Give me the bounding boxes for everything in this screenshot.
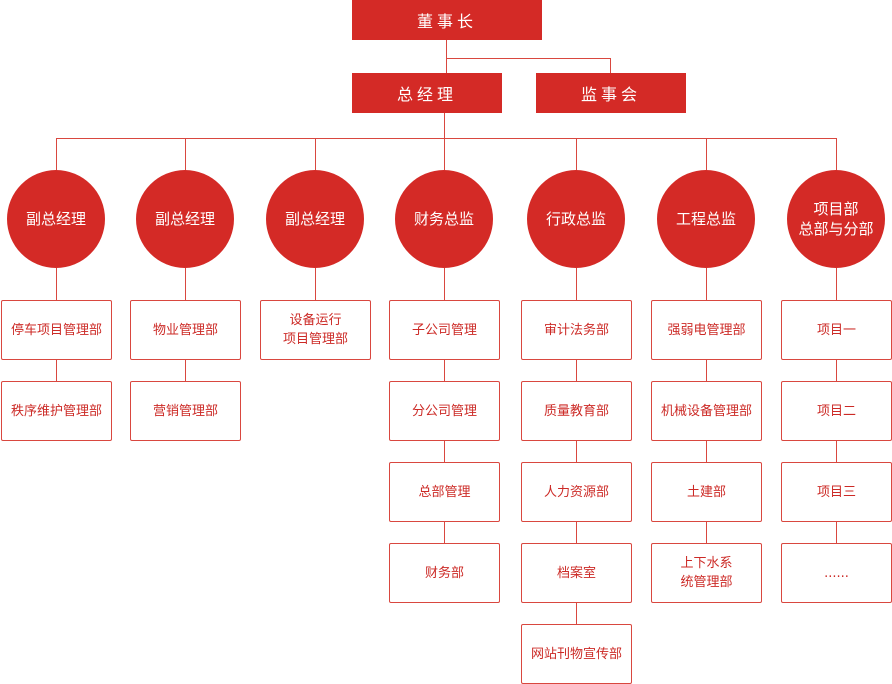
- connector-box-6-4: [706, 522, 707, 543]
- connector-box-7-3: [836, 441, 837, 462]
- department-box: 土建部: [651, 462, 762, 522]
- connector-box-7-4: [836, 522, 837, 543]
- general-manager-node: 总经理: [352, 73, 502, 113]
- connector-col-6: [706, 138, 707, 170]
- department-box: 财务部: [389, 543, 500, 603]
- connector-box-5-4: [576, 522, 577, 543]
- connector-col-7: [836, 138, 837, 170]
- supervisory-board-node: 监事会: [536, 73, 686, 113]
- department-box: 项目一: [781, 300, 892, 360]
- department-box: 质量教育部: [521, 381, 632, 441]
- connector-box-5-5: [576, 603, 577, 624]
- department-box: 审计法务部: [521, 300, 632, 360]
- connector-chairman-down: [446, 38, 447, 73]
- department-box: 子公司管理: [389, 300, 500, 360]
- department-box: 人力资源部: [521, 462, 632, 522]
- connector-col-1: [56, 138, 57, 170]
- connector-col-3: [315, 138, 316, 170]
- connector-supervisory: [610, 58, 611, 73]
- connector-gm-down: [444, 112, 445, 138]
- connector-head-4: [444, 268, 445, 300]
- connector-main-bus: [56, 138, 837, 139]
- department-box: 机械设备管理部: [651, 381, 762, 441]
- column-head-5: 行政总监: [527, 170, 625, 268]
- department-box: 档案室: [521, 543, 632, 603]
- connector-head-5: [576, 268, 577, 300]
- connector-head-3: [315, 268, 316, 300]
- department-box: 总部管理: [389, 462, 500, 522]
- department-box: 停车项目管理部: [1, 300, 112, 360]
- connector-head-6: [706, 268, 707, 300]
- department-box: 秩序维护管理部: [1, 381, 112, 441]
- column-head-2: 副总经理: [136, 170, 234, 268]
- connector-box-5-3: [576, 441, 577, 462]
- department-box: 项目二: [781, 381, 892, 441]
- connector-top-split: [446, 58, 611, 59]
- department-box: 物业管理部: [130, 300, 241, 360]
- chairman-node: 董事长: [352, 0, 542, 40]
- connector-head-2: [185, 268, 186, 300]
- connector-box-6-3: [706, 441, 707, 462]
- column-head-3: 副总经理: [266, 170, 364, 268]
- connector-col-4: [444, 138, 445, 170]
- department-box: 设备运行 项目管理部: [260, 300, 371, 360]
- connector-box-6-2: [706, 360, 707, 381]
- connector-box-4-3: [444, 441, 445, 462]
- department-box: ......: [781, 543, 892, 603]
- department-box: 项目三: [781, 462, 892, 522]
- connector-head-1: [56, 268, 57, 300]
- column-head-4: 财务总监: [395, 170, 493, 268]
- connector-col-2: [185, 138, 186, 170]
- column-head-7: 项目部 总部与分部: [787, 170, 885, 268]
- connector-head-7: [836, 268, 837, 300]
- department-box: 网站刊物宣传部: [521, 624, 632, 684]
- connector-box-5-2: [576, 360, 577, 381]
- department-box: 强弱电管理部: [651, 300, 762, 360]
- connector-box-2-2: [185, 360, 186, 381]
- department-box: 分公司管理: [389, 381, 500, 441]
- connector-box-4-4: [444, 522, 445, 543]
- connector-box-7-2: [836, 360, 837, 381]
- connector-box-1-2: [56, 360, 57, 381]
- column-head-1: 副总经理: [7, 170, 105, 268]
- column-head-6: 工程总监: [657, 170, 755, 268]
- connector-box-4-2: [444, 360, 445, 381]
- department-box: 上下水系 统管理部: [651, 543, 762, 603]
- department-box: 营销管理部: [130, 381, 241, 441]
- connector-col-5: [576, 138, 577, 170]
